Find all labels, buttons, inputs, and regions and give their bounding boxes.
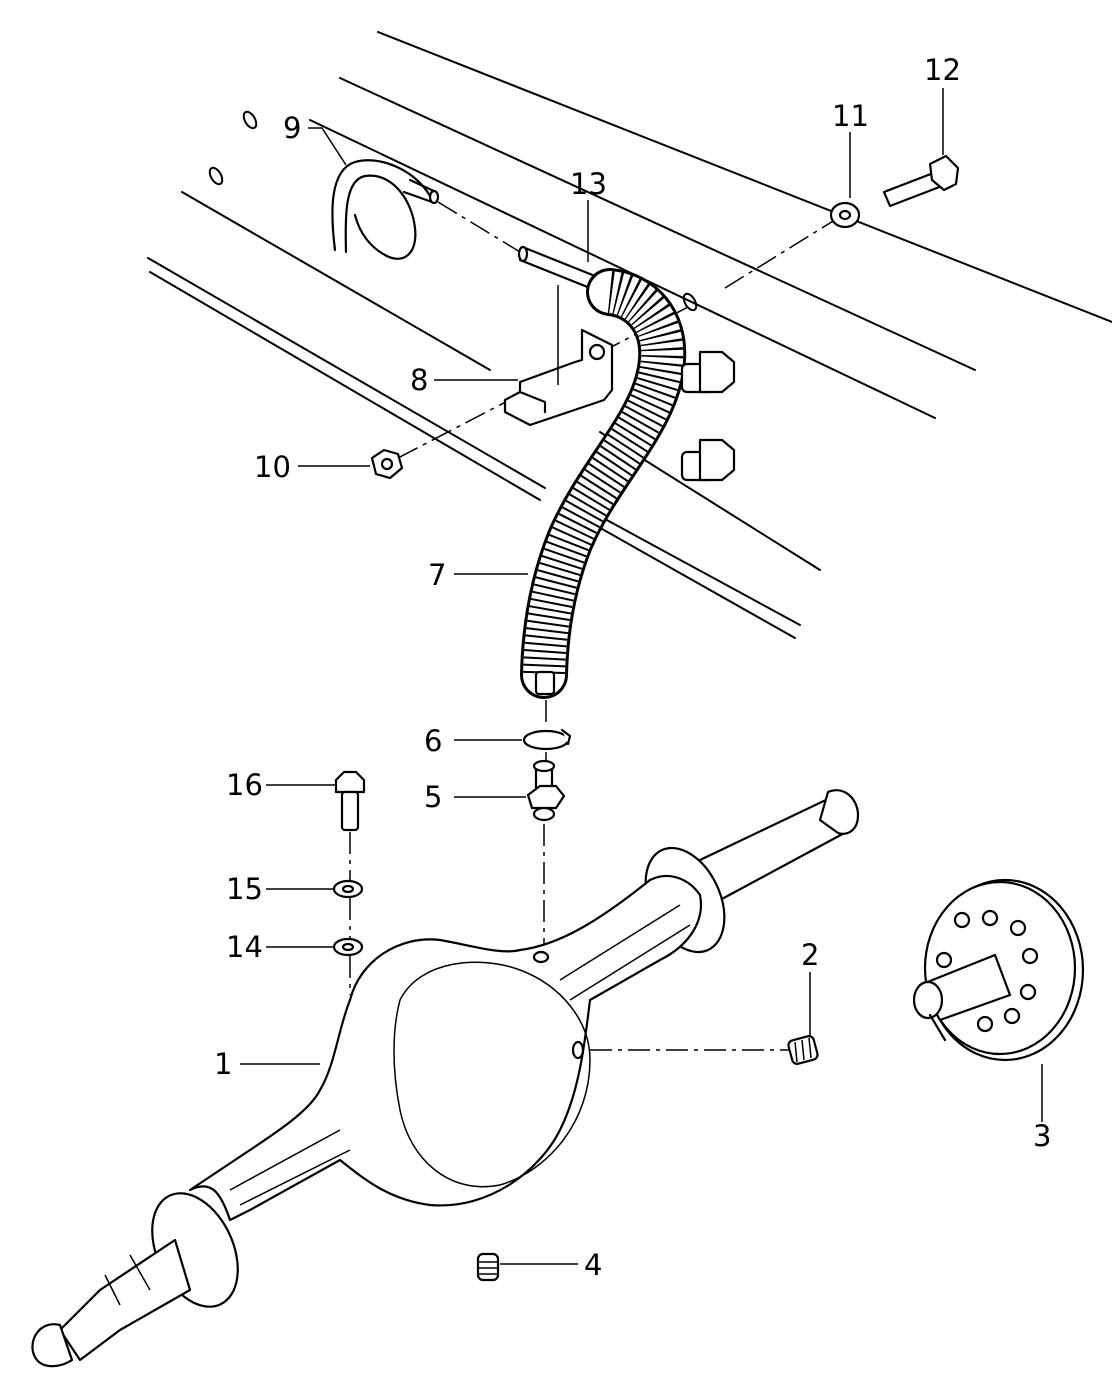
- axle-housing: [31, 789, 860, 1368]
- callout-13: 13: [570, 167, 607, 201]
- washer-top: [829, 201, 861, 229]
- plug-4: [476, 1252, 500, 1282]
- coiled-pipe: [331, 159, 440, 260]
- callout-labels: 1 2 3 4 5 6 7 8 9 10 11 12 13 14 15 16: [214, 53, 1051, 1282]
- callout-10: 10: [254, 450, 291, 484]
- callout-5: 5: [424, 780, 442, 814]
- bolt-bottom: [334, 770, 366, 832]
- plug-2: [787, 1035, 819, 1065]
- callout-6: 6: [424, 724, 442, 758]
- callout-9: 9: [283, 111, 301, 145]
- callout-12: 12: [924, 53, 961, 87]
- hex-nut: [370, 448, 404, 480]
- washer-14: [332, 937, 364, 957]
- leader-lines: [240, 88, 1043, 1265]
- bolt-top: [882, 154, 960, 208]
- callout-16: 16: [226, 768, 263, 802]
- corrugated-hose: [520, 268, 687, 699]
- callout-8: 8: [410, 363, 428, 397]
- callout-1: 1: [214, 1047, 232, 1081]
- callout-2: 2: [801, 938, 819, 972]
- breather-valve: [526, 759, 566, 822]
- callout-14: 14: [226, 930, 263, 964]
- callout-11: 11: [832, 99, 869, 133]
- callout-7: 7: [428, 558, 446, 592]
- callout-3: 3: [1033, 1119, 1051, 1153]
- frame-studs: [680, 350, 736, 482]
- hose-clamp: [522, 728, 572, 751]
- callout-15: 15: [226, 872, 263, 906]
- pipe-end: [517, 245, 607, 294]
- washer-15: [332, 879, 364, 899]
- flange-shaft: [912, 878, 1085, 1062]
- frame-rails: [147, 31, 1112, 639]
- callout-4: 4: [584, 1248, 602, 1282]
